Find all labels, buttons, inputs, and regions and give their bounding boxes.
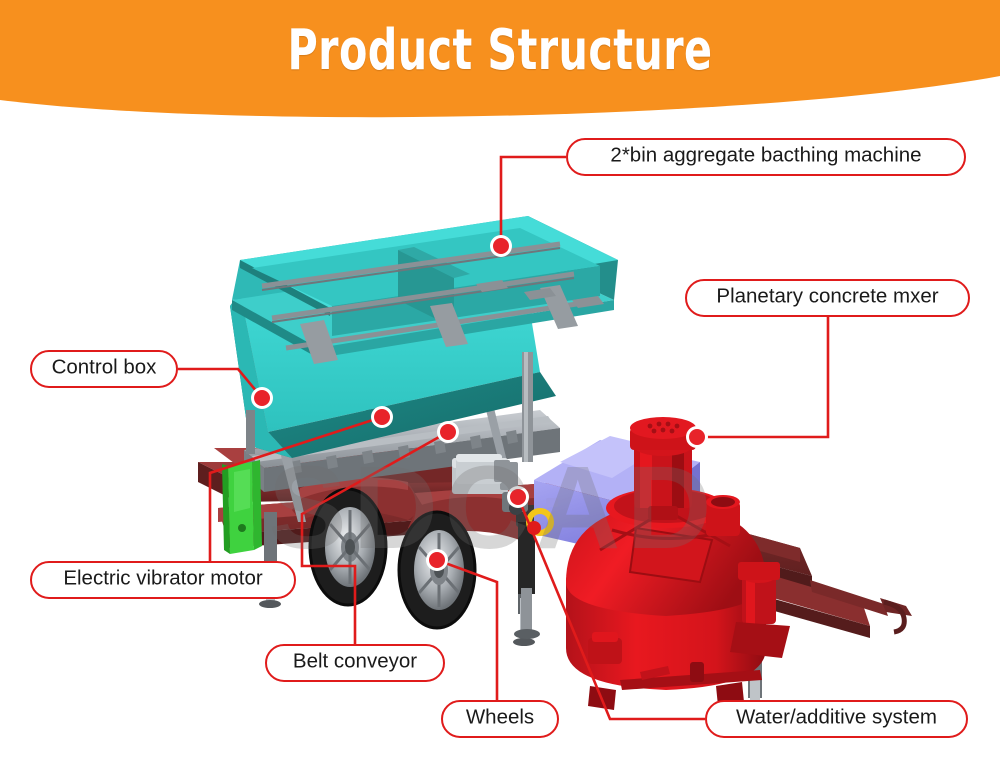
callout-electric-vibrator-motor[interactable]: Electric vibrator motor — [30, 561, 296, 599]
callout-leader-lines — [178, 155, 830, 721]
callout-belt-conveyor[interactable]: Belt conveyor — [265, 644, 445, 682]
mixer-discharge-gate — [588, 632, 762, 690]
aggregate-hopper — [230, 216, 618, 462]
callout-markers — [251, 235, 708, 571]
page-title: Product Structure — [287, 17, 713, 83]
control-box-panel — [222, 460, 262, 554]
callout-water-additive-system[interactable]: Water/additive system — [705, 700, 968, 738]
mixer-inlet-chute — [706, 495, 740, 536]
header-background-shape — [0, 0, 1000, 118]
planetary-mixer — [566, 417, 790, 710]
callout-wheels[interactable]: Wheels — [441, 700, 559, 738]
mixer-side-motor — [730, 562, 790, 658]
callout-label: Water/additive system — [736, 705, 937, 729]
machine-illustration: SDCAD — [0, 110, 1000, 764]
callout-label: 2*bin aggregate bacthing machine — [610, 143, 922, 167]
mixer-drive-motor — [630, 417, 696, 520]
callout-planetary-mixer[interactable]: Planetary concrete mxer — [685, 279, 970, 317]
callout-label: Electric vibrator motor — [63, 566, 263, 590]
callout-label: Wheels — [465, 705, 535, 729]
wheel-front — [308, 487, 388, 607]
callout-aggregate-batching[interactable]: 2*bin aggregate bacthing machine — [566, 138, 966, 176]
page-header: Product Structure — [0, 0, 1000, 118]
callout-label: Belt conveyor — [292, 649, 418, 673]
callout-label: Planetary concrete mxer — [716, 284, 939, 308]
callout-control-box[interactable]: Control box — [30, 350, 178, 388]
callout-label: Control box — [51, 355, 157, 379]
